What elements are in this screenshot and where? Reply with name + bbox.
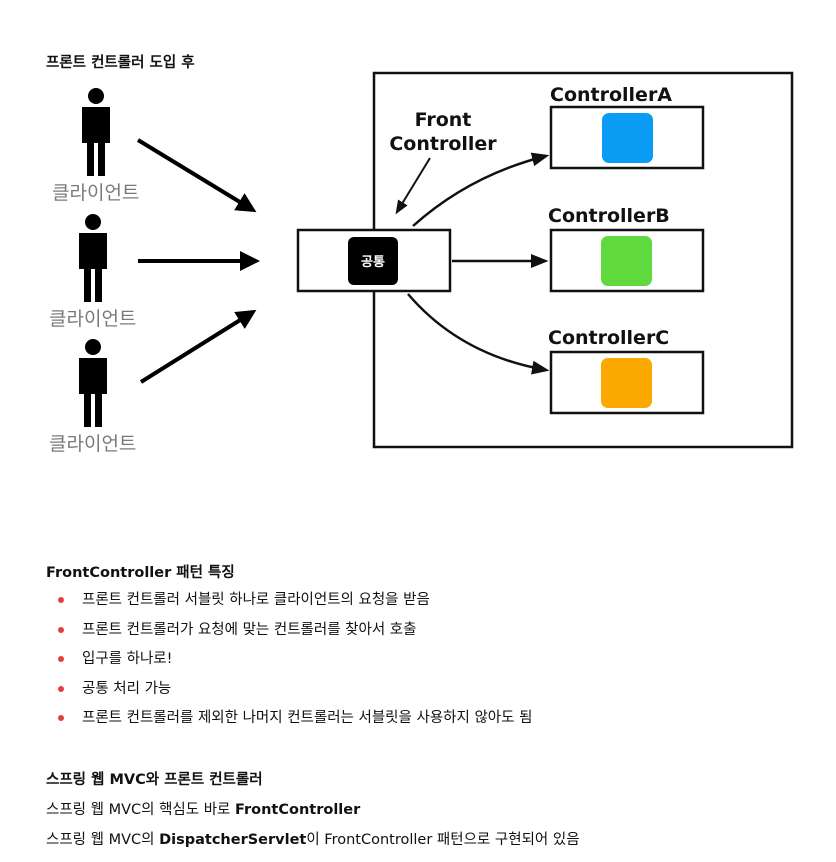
controller-a-label: ControllerA bbox=[550, 84, 673, 106]
list-item: 공통 처리 가능 bbox=[46, 679, 532, 709]
common-label: 공통 bbox=[361, 255, 385, 270]
client-label: 클라이언트 bbox=[49, 308, 137, 330]
client-arrow-3 bbox=[139, 309, 257, 384]
front-label-pointer bbox=[395, 157, 431, 215]
front-controller-label: Front Controller bbox=[389, 108, 497, 156]
client-figure-2 bbox=[79, 214, 107, 302]
controller-b-block bbox=[601, 236, 652, 286]
common-block bbox=[348, 237, 398, 285]
controller-c-block bbox=[601, 358, 652, 408]
client-label: 클라이언트 bbox=[52, 182, 140, 204]
client-arrow-1 bbox=[136, 138, 257, 213]
bullet-dot bbox=[58, 685, 64, 692]
client-figure-3 bbox=[79, 339, 107, 427]
features-title: FrontController 패턴 특징 bbox=[46, 565, 235, 581]
list-item: 프론트 컨트롤러 서블릿 하나로 클라이언트의 요청을 받음 bbox=[46, 590, 532, 620]
arrow-to-controller-c bbox=[407, 293, 550, 375]
list-item: 프론트 컨트롤러가 요청에 맞는 컨트롤러를 찾아서 호출 bbox=[46, 620, 532, 650]
spring-title: 스프링 웹 MVC와 프론트 컨트롤러 bbox=[46, 772, 263, 788]
client-label: 클라이언트 bbox=[49, 433, 137, 455]
features-list: 프론트 컨트롤러 서블릿 하나로 클라이언트의 요청을 받음 프론트 컨트롤러가… bbox=[46, 590, 532, 738]
bullet-dot bbox=[58, 656, 64, 662]
bullet-dot bbox=[58, 626, 64, 633]
front-controller-diagram bbox=[79, 71, 794, 449]
spring-line-2: 스프링 웹 MVC의 DispatcherServlet이 FrontContr… bbox=[46, 832, 580, 848]
bullet-dot bbox=[58, 715, 64, 721]
controller-b-label: ControllerB bbox=[548, 205, 670, 227]
bullet-dot bbox=[58, 597, 64, 603]
controller-a-block bbox=[602, 113, 653, 163]
list-item: 프론트 컨트롤러를 제외한 나머지 컨트롤러는 서블릿을 사용하지 않아도 됨 bbox=[46, 708, 532, 738]
front-controller-label-line1: Front bbox=[414, 109, 472, 131]
spring-line-1: 스프링 웹 MVC의 핵심도 바로 FrontController bbox=[46, 802, 361, 818]
arrow-to-controller-a bbox=[412, 152, 550, 227]
client-figure-1 bbox=[82, 88, 110, 176]
list-item: 입구를 하나로! bbox=[46, 649, 532, 679]
diagram-heading: 프론트 컨트롤러 도입 후 bbox=[46, 55, 195, 71]
controller-c-label: ControllerC bbox=[548, 327, 670, 349]
front-controller-label-line2: Controller bbox=[389, 133, 497, 155]
